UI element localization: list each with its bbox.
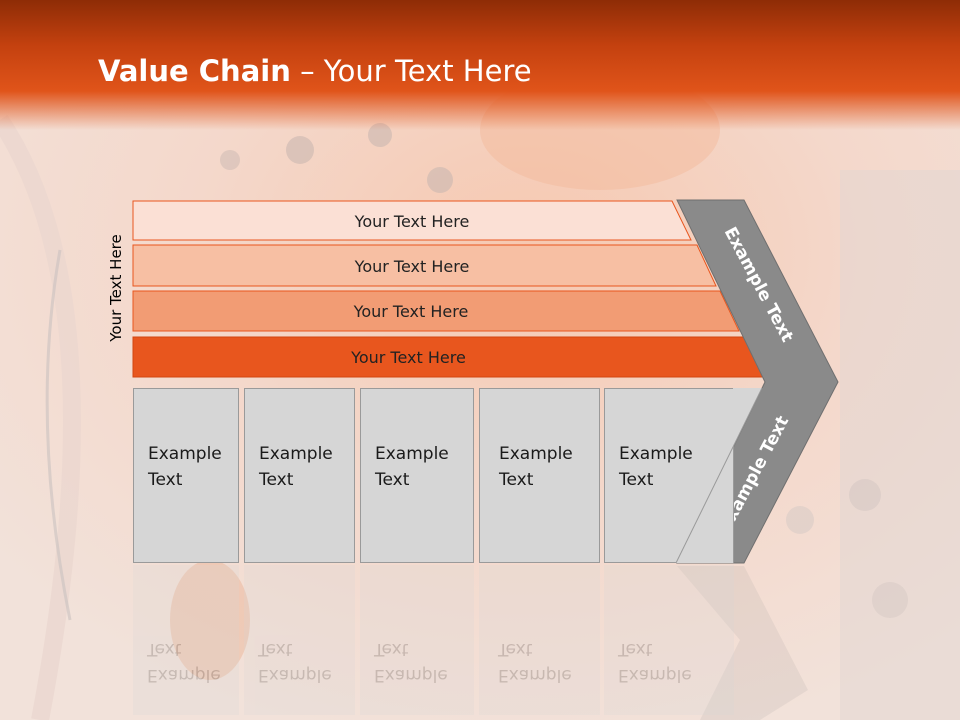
box-2-reflect-line2: Text [258,639,293,659]
box-3-line2: Text [375,470,410,490]
bar-1-label: Your Text Here [354,211,470,231]
chevron-reflection [677,566,808,720]
title-rest: – Your Text Here [290,54,532,88]
box-3-line1: Example [375,444,449,464]
box-3-reflect-line1: Example [374,665,448,685]
box-4-line1: Example [499,444,573,464]
box-1-reflection: Example Text [133,565,239,715]
box-1-line2: Text [148,470,183,490]
bar-3-label: Your Text Here [353,301,469,321]
bar-2-shape [132,244,717,287]
box-1-reflect-line2: Text [147,639,182,659]
bar-1: Your Text Here [133,201,691,241]
box-3-reflect-line2: Text [374,639,409,659]
box-2-reflect-line1: Example [258,665,332,685]
box-2-reflection: Example Text [244,565,355,715]
box-5-reflection: Example Text [604,565,734,715]
page-title: Value Chain – Your Text Here [98,54,532,88]
box-4-line2: Text [499,470,534,490]
bar-2-label: Your Text Here [354,256,470,276]
box-1-line1: Example [148,444,222,464]
box-1-reflect-line1: Example [147,665,221,685]
bar-1-shape [132,200,692,241]
bar-3-shape [132,290,740,332]
bar-2: Your Text Here [133,246,716,286]
box-4-reflect-line2: Text [498,639,533,659]
box-5-reflect-line2: Text [618,639,653,659]
box-5-line2: Text [619,470,654,490]
box-2-line2: Text [259,470,294,490]
box-5-reflect-line1: Example [618,665,692,685]
box-4-reflect-line1: Example [498,665,572,685]
bar-4: Your Text Here [133,337,764,377]
box-3-reflection: Example Text [360,565,474,715]
box-4-reflection: Example Text [479,565,600,715]
bar-3: Your Text Here [133,291,739,331]
bar-4-label: Your Text Here [351,347,466,367]
title-bold: Value Chain [98,54,291,88]
title-bar [0,0,960,130]
box-5-line1: Example [619,444,693,464]
box-2-line1: Example [259,444,333,464]
